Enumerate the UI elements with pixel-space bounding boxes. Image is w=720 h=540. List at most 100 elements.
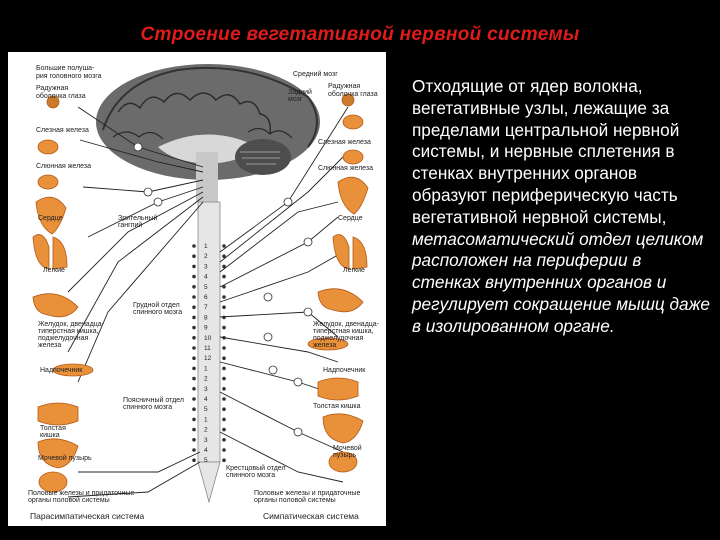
spinal-root-dot xyxy=(192,376,196,381)
spinal-root-dot xyxy=(192,264,196,269)
spinal-root-dot xyxy=(222,305,226,309)
spinal-segment-label: 8 xyxy=(204,314,208,321)
spinal-root-dot xyxy=(222,244,226,248)
caption-parasympathetic: Парасимпатическая система xyxy=(30,511,145,521)
label-lungs: Легкие xyxy=(43,267,65,274)
label-heart: Сердце xyxy=(38,215,63,222)
spinal-segment-label: 1 xyxy=(204,416,208,423)
slide-body-text: Отходящие от ядер волокна, вегетативные … xyxy=(412,76,710,338)
spinal-segment-label: 7 xyxy=(204,304,208,311)
spinal-segment-label: 10 xyxy=(204,335,212,342)
label-lacrimal: Слезная железа xyxy=(36,127,89,134)
label-r-stomach-1: Желудок, двенадца- xyxy=(313,321,380,328)
spinal-root-dot xyxy=(222,417,226,422)
label-thoracic-1: Грудной отдел xyxy=(133,301,180,309)
label-hemispheres-1: Большие полуша- xyxy=(36,65,95,72)
spinal-root-dot xyxy=(222,325,226,330)
spinal-segment-label: 5 xyxy=(204,457,208,464)
spinal-root-dot xyxy=(222,295,226,299)
label-thoracic-2: спинного мозга xyxy=(133,309,182,316)
spinal-root-dot xyxy=(192,458,196,463)
spinal-root-dot xyxy=(222,264,226,269)
label-r-salivary: Слюнная железа xyxy=(318,165,373,172)
label-r-gonads-2: органы половой системы xyxy=(254,496,336,504)
spinal-segment-label: 3 xyxy=(204,386,208,393)
brain-illustration xyxy=(96,64,320,202)
spinal-root-dot xyxy=(192,438,196,442)
spinal-segment-label: 5 xyxy=(204,284,208,291)
spinal-root-dot xyxy=(222,346,226,350)
caption-sympathetic: Симпатическая система xyxy=(263,511,359,521)
right-labels: Средний мозг Задний мозг Радужная оболоч… xyxy=(254,70,380,504)
spinal-root-dot xyxy=(222,458,226,463)
spinal-root-dot xyxy=(222,274,226,279)
spinal-root-dot xyxy=(192,274,196,279)
spinal-root-dot xyxy=(222,448,226,452)
spinal-segment-label: 2 xyxy=(204,376,208,383)
spinal-root-dot xyxy=(222,315,226,320)
label-bladder: Мочевой пузырь xyxy=(38,454,92,462)
spinal-root-dot xyxy=(222,438,226,442)
label-r-bladder-2: пузырь xyxy=(333,452,356,459)
label-optic-ganglion-1: Зрительный xyxy=(118,214,157,222)
label-hindbrain-1: Задний xyxy=(288,88,312,96)
spinal-segment-label: 6 xyxy=(204,294,208,301)
label-iris-1: Радужная xyxy=(36,85,68,92)
spinal-root-dot xyxy=(192,407,196,412)
spinal-root-dot xyxy=(222,254,226,258)
label-optic-ganglion-2: гангпий xyxy=(118,221,142,229)
spinal-root-dot xyxy=(222,376,226,381)
spinal-root-dot xyxy=(222,356,226,361)
body-text-italic: метасоматический отдел целиком расположе… xyxy=(412,228,710,336)
spinal-root-dot xyxy=(222,387,226,391)
label-stomach-2: типерстная кишка, xyxy=(38,328,99,335)
spinal-segment-label: 3 xyxy=(204,437,208,444)
label-stomach-3: поджелудочная xyxy=(38,335,89,342)
spinal-segment-label: 1 xyxy=(204,365,208,372)
label-sacral-2: спинного мозга xyxy=(226,472,275,479)
spinal-root-dot xyxy=(192,244,196,248)
slide-title: Строение вегетативной нервной системы xyxy=(140,24,580,45)
spinal-segment-label: 3 xyxy=(204,263,208,270)
spinal-root-dot xyxy=(192,315,196,320)
label-adrenal: Надпочечник xyxy=(40,367,83,374)
spinal-root-dot xyxy=(192,356,196,361)
spinal-segment-label: 4 xyxy=(204,447,208,454)
spinal-root-dot xyxy=(192,427,196,432)
spinal-root-dot xyxy=(192,285,196,289)
spinal-segment-label: 1 xyxy=(204,243,208,250)
label-r-iris-1: Радужная xyxy=(328,83,360,90)
label-hindbrain-2: мозг xyxy=(288,96,303,103)
spinal-segment-label: 2 xyxy=(204,427,208,434)
spinal-segment-label: 5 xyxy=(204,406,208,413)
spinal-root-dot xyxy=(192,448,196,452)
label-r-gonads-1: Половые железы и придаточные xyxy=(254,490,360,497)
label-r-lacrimal: Слезная железа xyxy=(318,139,371,146)
spinal-segment-label: 4 xyxy=(204,396,208,403)
spinal-root-dot xyxy=(192,305,196,309)
spinal-root-dot xyxy=(192,387,196,391)
label-r-lungs: Легкие xyxy=(343,267,365,274)
left-organs xyxy=(32,95,94,493)
label-lumbar-2: спинного мозга xyxy=(123,404,172,411)
center-labels: Зрительный гангпий Грудной отдел спинног… xyxy=(118,214,286,479)
label-r-adrenal: Надпочечник xyxy=(323,367,366,374)
spinal-root-dot xyxy=(192,397,196,401)
spinal-segment-label: 4 xyxy=(204,274,208,281)
spinal-root-dot xyxy=(192,254,196,258)
spinal-root-dot xyxy=(192,295,196,299)
spinal-root-dot xyxy=(192,336,196,340)
label-lumbar-1: Поясничный отдел xyxy=(123,396,184,404)
spinal-root-dot xyxy=(192,417,196,422)
spinal-root-dot xyxy=(222,397,226,401)
label-gonads-1: Половые железы и придаточные xyxy=(28,490,134,497)
spinal-root-dot xyxy=(222,366,226,371)
spinal-cord xyxy=(197,201,221,504)
label-hemispheres-2: рия головного мозга xyxy=(36,73,102,80)
spinal-root-dot xyxy=(192,346,196,350)
label-gonads-2: органы половой системы xyxy=(28,496,110,504)
label-colon-1: Толстая xyxy=(40,425,66,432)
